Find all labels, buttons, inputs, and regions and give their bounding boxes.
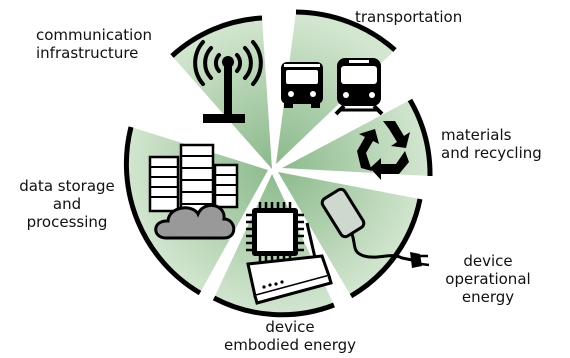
label-materials-and-recycling: materials and recycling bbox=[441, 126, 542, 162]
label-device-operational-energy: device operational energy bbox=[445, 252, 531, 306]
label-device-embodied-energy: device embodied energy bbox=[223, 318, 356, 354]
sector-transportation bbox=[276, 9, 397, 164]
antenna-tower-icon bbox=[193, 40, 263, 123]
label-data-storage-and-processing: data storage and processing bbox=[19, 177, 115, 231]
recycling-icon bbox=[357, 121, 410, 180]
bus-and-train-icon bbox=[281, 58, 384, 116]
chip-and-router-icon bbox=[246, 202, 333, 305]
server-rack-and-cloud-icon bbox=[148, 143, 239, 240]
label-transportation: transportation bbox=[355, 8, 463, 26]
sector-materials bbox=[282, 98, 433, 177]
phone-with-charger-icon bbox=[320, 187, 430, 268]
label-communication-infrastructure: communication infrastructure bbox=[36, 26, 153, 62]
